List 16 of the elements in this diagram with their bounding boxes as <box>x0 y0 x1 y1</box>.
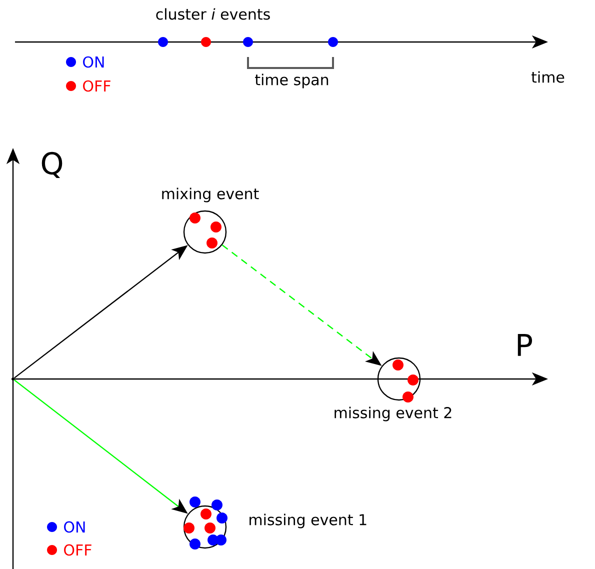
axis-label: P <box>518 334 532 356</box>
node-label: missing event 2 <box>334 406 452 422</box>
origin-point <box>12 377 14 380</box>
legend-label: OFF <box>64 544 92 556</box>
span-label: time span <box>255 74 328 88</box>
axis-label: time <box>531 71 564 83</box>
node-label: missing event 1 <box>250 514 366 528</box>
event-cluster: missing event 2 <box>334 357 452 422</box>
node-label: mixing event <box>162 188 259 202</box>
axis-label: Q <box>42 152 62 178</box>
event-cluster: mixing event <box>162 188 259 254</box>
event-cluster: missing event 1 <box>183 496 366 550</box>
legend-label: ON <box>64 521 85 533</box>
axis-label: cluster i events <box>156 8 270 20</box>
legend-label: OFF <box>83 80 110 92</box>
legend-label: ON <box>83 56 104 68</box>
